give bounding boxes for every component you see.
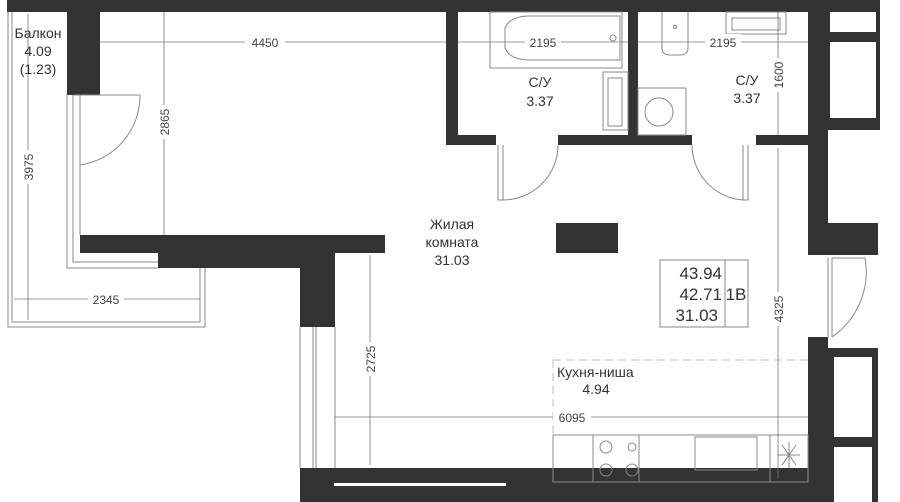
bath1-label: С/У 3.37 <box>526 74 553 109</box>
total-area: 43.94 <box>679 264 722 283</box>
apartment-type: 1В <box>726 285 747 304</box>
balcony-name: Балкон <box>15 25 62 41</box>
living-name-1: Жилая <box>430 216 474 232</box>
bath-doors <box>497 144 749 201</box>
kitchen-name: Кухня-ниша <box>557 364 634 380</box>
living-name-2: комната <box>426 234 479 250</box>
bathtub <box>489 11 623 69</box>
left-window <box>299 327 336 468</box>
riser-icon <box>778 442 800 468</box>
dim-kitchen-height: 4325 <box>772 295 786 322</box>
bath2-name: С/У <box>736 72 759 88</box>
bath-divider-wall <box>628 12 638 145</box>
middle-wall-lower <box>158 253 335 268</box>
kitchen-label: Кухня-ниша 4.94 <box>557 364 634 397</box>
dim-bath2-depth: 1600 <box>772 61 786 88</box>
right-wall-ledge <box>808 223 878 255</box>
shaft-1 <box>830 12 876 32</box>
dim-balcony-width: 2345 <box>93 293 120 307</box>
dim-bottom-width: 6095 <box>559 411 586 425</box>
shaft-2 <box>830 42 876 118</box>
living-area-total: 42.71 <box>679 285 722 304</box>
shaft-3 <box>834 357 872 437</box>
dim-balcony-height: 3975 <box>22 153 36 180</box>
balcony-door-swing <box>73 94 141 166</box>
living-left-pier <box>300 250 335 327</box>
bath1-area: 3.37 <box>526 93 553 109</box>
bath2-sink <box>725 11 787 35</box>
kitchen-boundary <box>552 359 808 435</box>
dim-living-upper: 2865 <box>158 108 172 135</box>
bath-bottom-wall-3 <box>756 135 810 145</box>
balcony-pillar <box>67 12 100 95</box>
entrance-door <box>827 257 867 338</box>
bath1-name: С/У <box>529 74 552 90</box>
dimension-labels: 4450 2195 2195 1600 2865 3975 2345 2725 … <box>20 34 786 425</box>
bath1-left-wall <box>446 12 458 145</box>
balcony-label: Балкон 4.09 (1.23) <box>15 25 62 77</box>
living-area: 31.03 <box>434 252 469 268</box>
column <box>556 223 618 253</box>
kitchen-area: 4.94 <box>582 381 609 397</box>
living-label: Жилая комната 31.03 <box>426 216 479 268</box>
washing-machine <box>637 87 687 136</box>
dim-living-lower: 2725 <box>364 345 378 372</box>
walls <box>7 0 880 502</box>
shaft-4 <box>834 447 872 502</box>
toilet <box>661 12 689 56</box>
dim-bath1-width: 2195 <box>530 36 557 50</box>
dim-top-living: 4450 <box>252 36 279 50</box>
middle-wall-upper <box>80 235 385 253</box>
balcony-area: 4.09 <box>24 43 51 59</box>
balcony-coef-area: (1.23) <box>20 61 57 77</box>
kitchen-counter <box>552 434 809 483</box>
summary-box: 43.94 42.71 31.03 1В <box>659 259 749 328</box>
right-wall-upper <box>808 12 828 255</box>
balcony-outline <box>7 12 206 328</box>
stove <box>592 434 640 483</box>
bath1-sink <box>602 71 629 131</box>
bath2-label: С/У 3.37 <box>733 72 760 106</box>
bath2-area: 3.37 <box>733 90 760 106</box>
right-wall-lower <box>808 337 828 502</box>
top-wall <box>7 0 880 12</box>
bath-bottom-wall-1 <box>446 135 496 145</box>
kitchen-sink <box>694 436 758 471</box>
bath-bottom-wall-2 <box>558 135 692 145</box>
living-area-summary: 31.03 <box>675 306 718 325</box>
dim-bath2-width: 2195 <box>710 36 737 50</box>
bottom-window <box>334 483 506 486</box>
